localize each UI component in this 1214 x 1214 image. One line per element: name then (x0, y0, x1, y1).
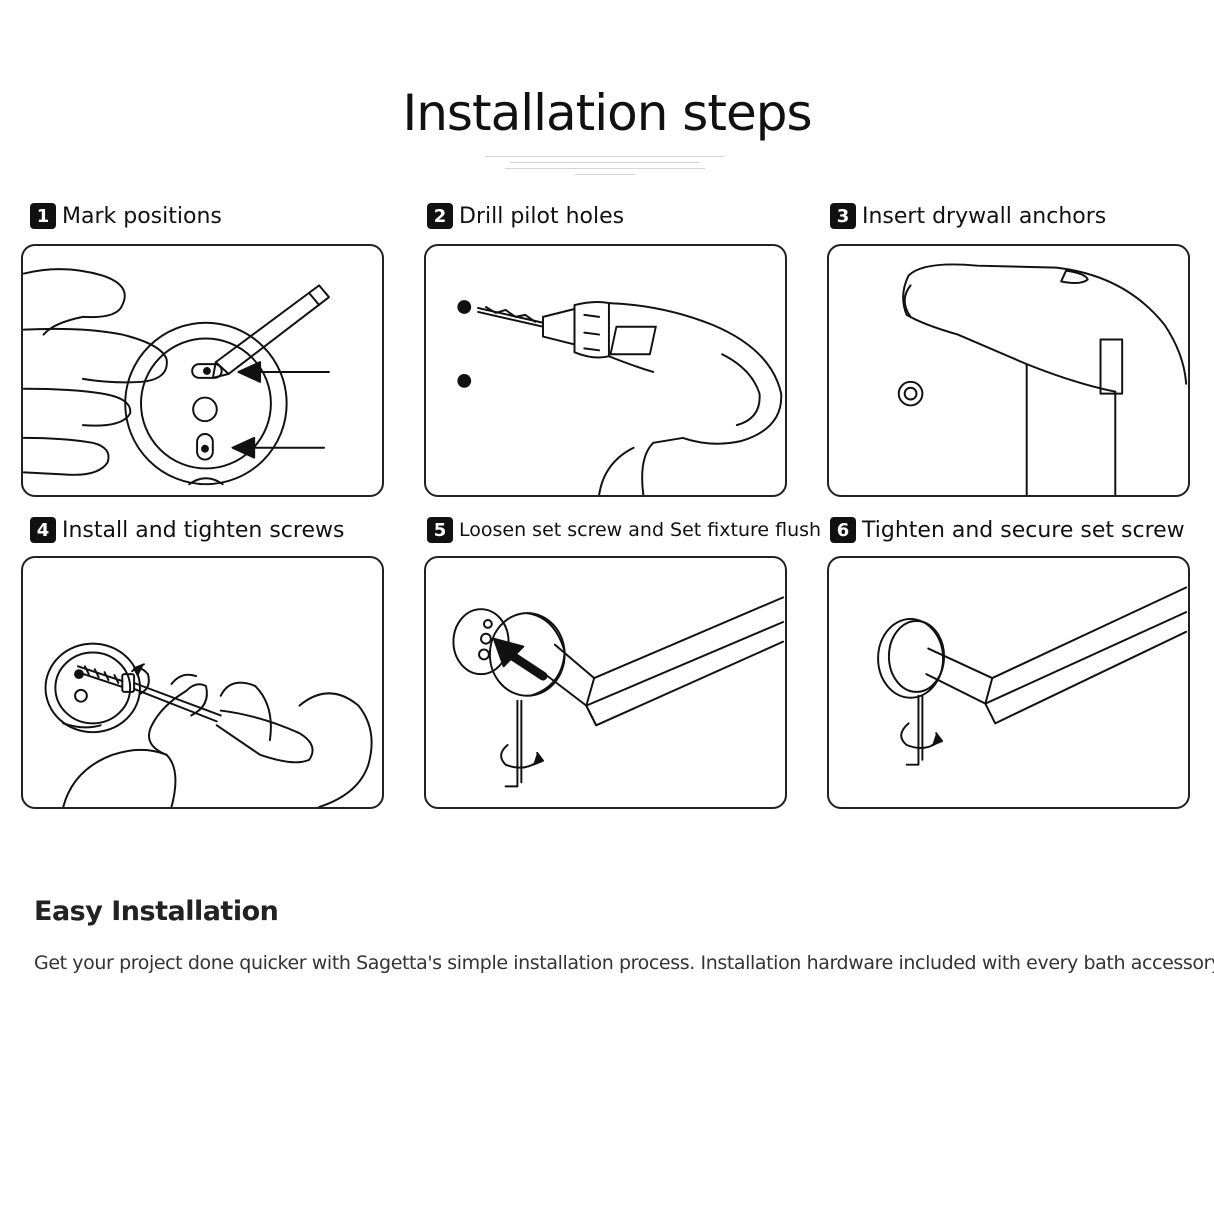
step-4-header: 4 Install and tighten screws (30, 514, 344, 546)
step-2-illustration (424, 244, 787, 497)
step-label: Tighten and secure set screw (862, 517, 1185, 543)
step-3-header: 3 Insert drywall anchors (830, 200, 1106, 232)
decorative-divider (470, 156, 740, 182)
section-description: Get your project done quicker with Saget… (34, 952, 1214, 974)
hole-marker-icon (457, 300, 472, 314)
step-label: Mark positions (62, 203, 222, 229)
hex-key-icon (905, 694, 924, 766)
arrow-icon (231, 361, 330, 459)
step-number-badge: 1 (30, 203, 56, 229)
step-label: Loosen set screw and Set fixture flush (459, 519, 822, 541)
step-6-illustration (827, 556, 1190, 809)
step-5-header: 5 Loosen set screw and Set fixture flush (427, 514, 821, 546)
hand-icon (23, 268, 168, 476)
screw-icon (77, 665, 136, 693)
step-number-badge: 6 (830, 517, 856, 543)
mounting-plate-icon (44, 642, 141, 734)
push-arrow-icon (492, 637, 548, 681)
rotation-arrow-icon (900, 722, 944, 749)
pencil-icon (211, 284, 330, 379)
step-5-illustration (424, 556, 787, 809)
step-number-badge: 5 (427, 517, 453, 543)
step-label: Insert drywall anchors (862, 203, 1107, 229)
rotation-arrow-icon (131, 663, 150, 695)
step-label: Drill pilot holes (459, 203, 625, 229)
towel-bar-icon (877, 586, 1188, 725)
hand-icon (62, 673, 373, 807)
drill-icon (477, 300, 783, 495)
hammer-icon (902, 263, 1188, 495)
step-2-header: 2 Drill pilot holes (427, 200, 624, 232)
rotation-arrow-icon (500, 744, 544, 769)
hex-key-icon (504, 699, 523, 788)
towel-bar-icon (488, 596, 785, 727)
step-6-header: 6 Tighten and secure set screw (830, 514, 1185, 546)
step-1-header: 1 Mark positions (30, 200, 222, 232)
step-number-badge: 3 (830, 203, 856, 229)
anchor-icon (897, 380, 924, 407)
step-number-badge: 4 (30, 517, 56, 543)
step-3-illustration (827, 244, 1190, 497)
section-heading: Easy Installation (34, 896, 279, 927)
mounting-plate-icon (124, 321, 288, 486)
screwdriver-icon (133, 682, 314, 764)
step-4-illustration (21, 556, 384, 809)
hole-marker-icon (457, 373, 472, 388)
page-title: Installation steps (402, 84, 812, 142)
step-number-badge: 2 (427, 203, 453, 229)
step-label: Install and tighten screws (62, 517, 345, 543)
step-1-illustration (21, 244, 384, 497)
